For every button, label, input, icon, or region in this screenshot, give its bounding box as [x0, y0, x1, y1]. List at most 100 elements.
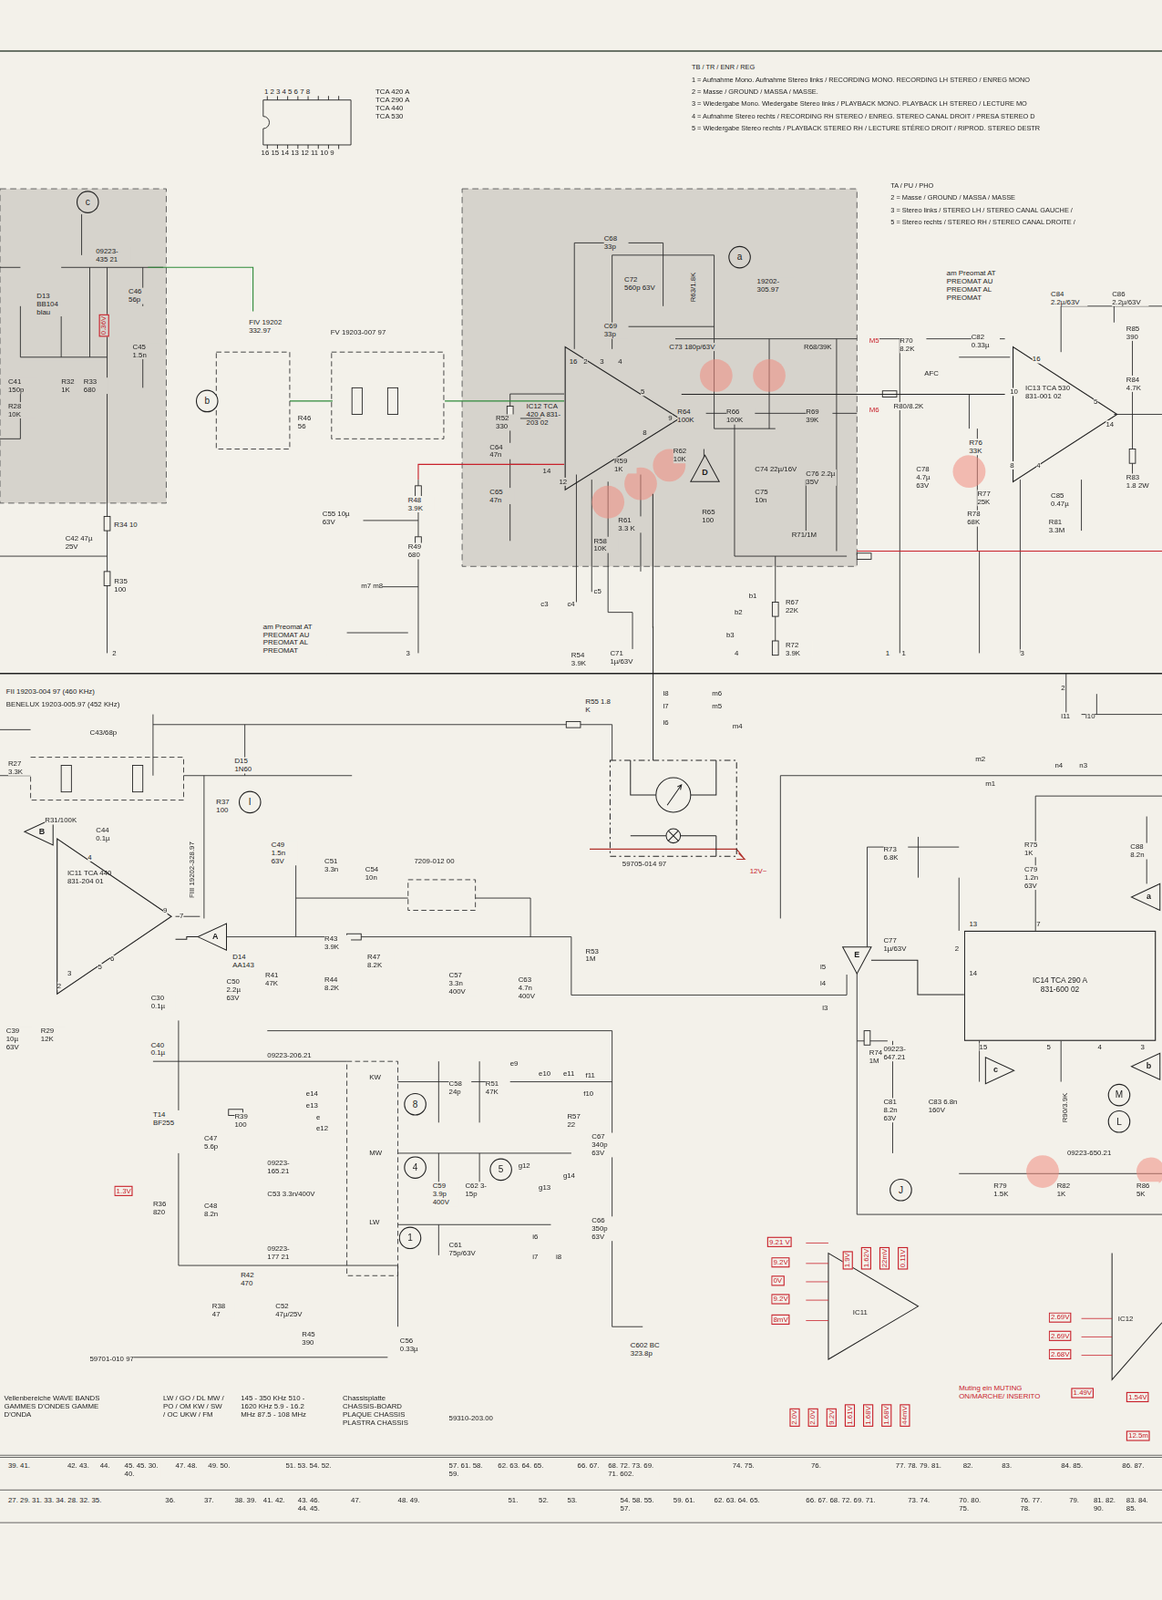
part-label: 13	[968, 920, 977, 929]
part-label: C67 340p 63V	[591, 1132, 620, 1158]
part-label: C39 10µ 63V	[6, 1026, 33, 1051]
filter-box	[30, 757, 185, 801]
part-label: MW	[369, 1148, 382, 1157]
shaded-module	[462, 188, 857, 566]
node-circle: 4	[403, 1155, 427, 1179]
highlight-circle	[591, 485, 625, 519]
part-label: R33 680	[83, 377, 109, 394]
part-label: am Preomat AT PREOMAT AU PREOMAT AL PREO…	[946, 269, 1010, 303]
part-label: 9	[668, 413, 672, 422]
part-label: e14	[306, 1090, 319, 1099]
part-label: R70 8.2K	[899, 336, 926, 353]
part-label: R51 47K	[485, 1079, 511, 1096]
part-label: R44 8.2K	[324, 975, 351, 992]
part-label: R47 8.2K	[367, 953, 394, 970]
node-ic: IC13 TCA 530 831-001 02	[1005, 342, 1123, 486]
part-label: m6	[711, 689, 722, 699]
part-label: 09223- 435 21	[95, 246, 131, 264]
voltage-value: 2.69V	[1048, 1330, 1072, 1341]
amplifier-outline	[57, 838, 172, 994]
supply-wire	[589, 848, 745, 859]
part-label: f10	[583, 1090, 594, 1099]
part-label: e	[316, 1112, 320, 1121]
part-label: C49 1.5n 63V	[271, 840, 299, 865]
part-label: D14 AA143	[232, 953, 259, 970]
part-label: R78 68K	[966, 510, 992, 527]
resistor-symbol	[863, 1030, 871, 1046]
node-circle: 1	[399, 1226, 422, 1250]
part-label: C74 22µ/16V	[754, 464, 797, 474]
part-label: 77. 78. 79. 81.	[895, 1460, 947, 1470]
part-label: 1 2 3 4 5 6 7 8	[264, 87, 310, 96]
part-label: C50 2.2µ 63V	[226, 976, 254, 1002]
wire-connector	[871, 959, 965, 995]
part-label: C43/68p	[90, 728, 118, 737]
part-label: 3 = Wiedergabe Mono. Wiedergabe Stereo l…	[691, 100, 1028, 108]
part-label: C42 47µ 25V	[65, 534, 97, 552]
part-label: 5 = Wiedergabe Stereo rechts / PLAYBACK …	[691, 124, 1040, 133]
voltage-value: 12.5m	[1126, 1429, 1151, 1440]
amplifier-outline	[1013, 347, 1118, 483]
part-label: C602 BC 323.8p	[630, 1340, 674, 1358]
part-label: 27. 29. 31. 33. 34. 28. 32. 35.	[8, 1495, 123, 1504]
resistor-symbol	[103, 571, 111, 587]
part-label: am Preomat AT PREOMAT AU PREOMAT AL PREO…	[263, 622, 327, 656]
part-label: T14 BF255	[153, 1110, 180, 1127]
part-label: C62 3-15p	[464, 1181, 492, 1198]
part-label: R75 1K	[1024, 840, 1048, 857]
part-label: C81 8.2n 63V	[883, 1097, 912, 1122]
part-label: C78 4.7µ 63V	[915, 464, 943, 490]
part-label: 16	[569, 357, 578, 366]
part-label: 5	[97, 963, 102, 972]
part-label: R31/100K	[44, 816, 77, 825]
part-label: C77 1µ/63V	[883, 936, 916, 954]
part-label: 5	[1093, 398, 1098, 407]
part-label: R84 4.7K	[1126, 375, 1152, 392]
part-label: TB / TR / ENR / REG	[691, 62, 755, 71]
part-label: 6	[110, 955, 114, 964]
part-label: n3	[1079, 760, 1088, 770]
part-label: Chassisplatte CHASSIS-BOARD PLAQUE CHASS…	[342, 1393, 421, 1427]
part-label: FV 19203-007 97	[330, 328, 387, 337]
highlight-circle	[752, 359, 786, 392]
coil-box	[347, 1060, 399, 1276]
part-label: 2	[112, 648, 116, 658]
part-label: C61 75p/63V	[449, 1240, 481, 1257]
part-label: C57 3.3n 400V	[449, 971, 478, 997]
part-label: R86 5K	[1136, 1181, 1160, 1198]
node-tri: c	[985, 1057, 1014, 1084]
node-circle: a	[728, 246, 751, 269]
voltage-value: 9.2V	[826, 1407, 837, 1427]
wire-connector	[681, 393, 1006, 395]
part-label: e13	[306, 1100, 319, 1110]
node-tri: A	[197, 923, 227, 950]
part-label: R77 25K	[976, 489, 1002, 506]
part-label: LW / GO / DL MW / PO / OM KW / SW / OC U…	[163, 1393, 225, 1419]
part-label: 38. 39.	[234, 1495, 258, 1504]
voltage-value: 0V	[771, 1275, 784, 1286]
part-label: 51.	[507, 1495, 518, 1504]
part-label: R54 3.9K	[571, 650, 598, 668]
node-circle: M	[1108, 1083, 1132, 1107]
filter-box	[331, 351, 444, 439]
part-label: 16 15 14 13 12 11 10 9	[261, 148, 335, 157]
part-label: 47.	[350, 1495, 361, 1504]
part-label: R39 100	[234, 1111, 258, 1129]
part-label: TA / PU / PHO	[890, 181, 934, 189]
node-label: 8	[412, 1098, 419, 1110]
part-label: c5	[593, 587, 601, 597]
resistor-symbol	[771, 640, 779, 656]
part-label: C58 24p	[449, 1079, 473, 1096]
triangle-outline	[197, 923, 227, 950]
amplifier-outline	[565, 347, 679, 491]
wire-connector	[175, 936, 199, 940]
highlight-circle	[1026, 1154, 1060, 1188]
part-label: M6	[869, 406, 880, 415]
part-label: 62. 63. 64. 65.	[714, 1495, 786, 1504]
part-label: 76.	[811, 1460, 822, 1470]
part-label: 42. 43.	[67, 1460, 91, 1470]
meter-wiring	[630, 760, 717, 856]
node-label: 59705-014 97	[622, 860, 667, 869]
